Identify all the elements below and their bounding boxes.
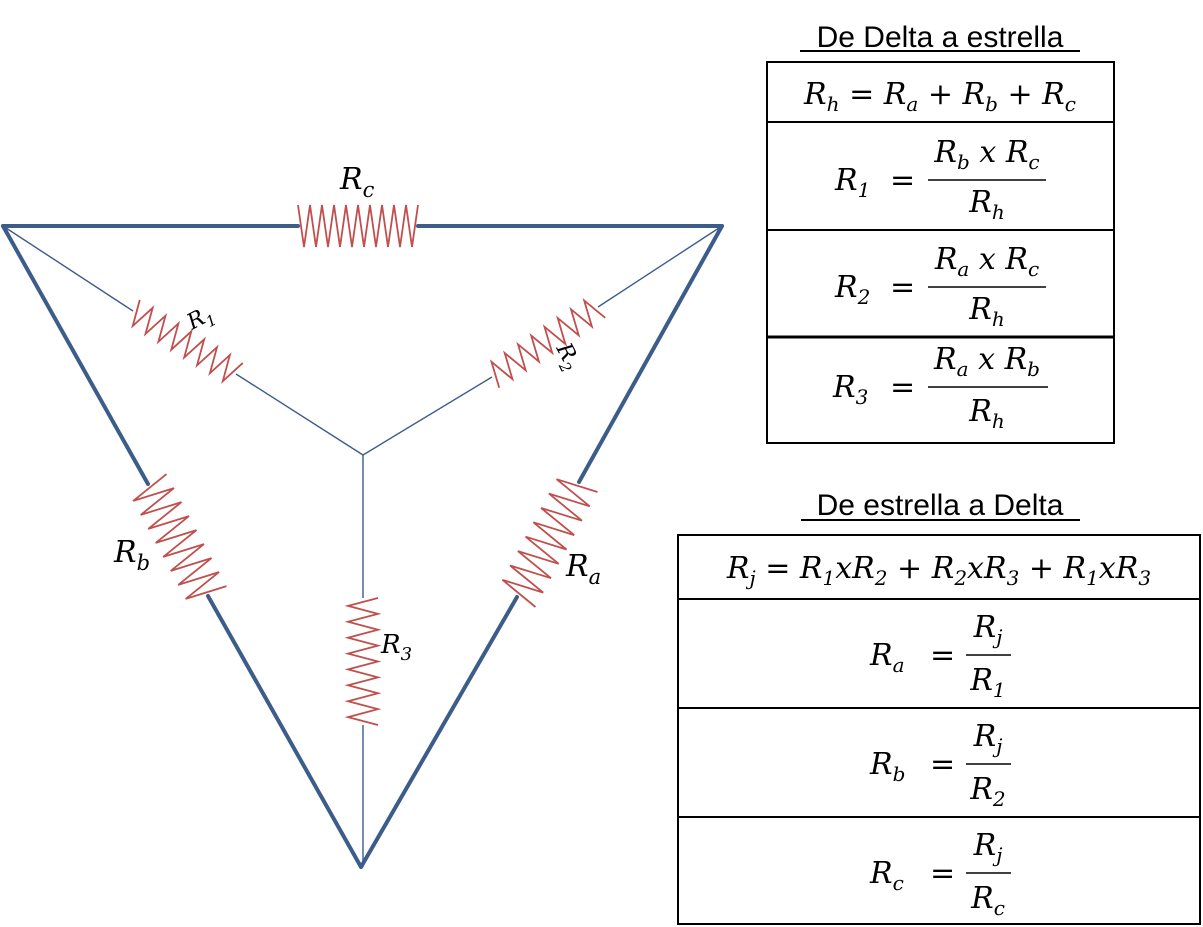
r2-formula: R2 = Ra x Rc Rh: [834, 242, 1046, 331]
resistor-labels: Rc R1 R2 Rb Ra R3: [113, 162, 601, 665]
star-to-delta-heading: De estrella a Delta: [817, 489, 1064, 522]
resistor-rc-zigzag: [297, 204, 419, 248]
resistors: [131, 204, 606, 726]
rj-products-formula: Rj = R1xR2 + R2xR3 + R1xR3: [726, 551, 1151, 590]
rc-equals: =: [930, 856, 955, 891]
rc-numerator: Rj: [973, 828, 1003, 867]
rb-lhs: Rb: [869, 747, 905, 786]
r3-denominator: Rh: [968, 394, 1004, 433]
r3-equals: =: [890, 370, 915, 405]
r1-denominator: Rh: [968, 185, 1004, 224]
resistor-ra-zigzag: [501, 478, 598, 608]
ra-equals: =: [930, 638, 955, 673]
circuit-diagram: Rc R1 R2 Rb Ra R3: [1, 162, 724, 869]
delta-wire-left-upper: [1, 224, 150, 486]
r1-lhs: R1: [834, 163, 870, 202]
rh-sum-formula: Rh = Ra + Rb + Rc: [803, 77, 1076, 116]
delta-wire-left-lower: [206, 594, 363, 869]
delta-wire-right-upper: [577, 224, 724, 484]
resistor-r1-zigzag: [131, 299, 244, 384]
r2-lhs: R2: [834, 270, 870, 309]
resistor-r2-zigzag: [489, 297, 606, 389]
label-r3: R3: [380, 630, 412, 665]
ra-lhs: Ra: [869, 638, 905, 677]
rc-denominator: Rc: [970, 881, 1005, 920]
resistor-r3-zigzag: [344, 597, 382, 726]
r2-equals: =: [890, 270, 915, 305]
r2-denominator: Rh: [968, 292, 1004, 331]
r3-lhs: R3: [832, 370, 868, 409]
r1-equals: =: [890, 163, 915, 198]
table-border: [677, 534, 1201, 925]
delta-to-star-section: De Delta a estrella Rh = Ra + Rb + Rc R1…: [766, 21, 1115, 444]
r3-numerator: Ra x Rb: [933, 342, 1040, 381]
delta-wire-right-lower: [359, 595, 519, 869]
label-rc: Rc: [339, 162, 375, 202]
r2-numerator: Ra x Rc: [934, 242, 1039, 281]
label-r2: R2: [547, 338, 585, 376]
label-ra: Ra: [565, 549, 601, 589]
rb-numerator: Rj: [973, 719, 1003, 758]
star-wires: [2, 225, 723, 867]
label-rb: Rb: [113, 535, 150, 575]
star-wire-r1-inner: [235, 373, 364, 456]
r1-formula: R1 = Rb x Rc Rh: [834, 135, 1046, 224]
star-wire-r2-inner: [362, 376, 493, 456]
delta-to-star-table: [766, 61, 1115, 444]
rc-formula: Rc = Rj Rc: [869, 828, 1011, 920]
resistor-rb-zigzag: [132, 473, 227, 600]
ra-numerator: Rj: [973, 610, 1003, 649]
r3-formula: R3 = Ra x Rb Rh: [832, 342, 1048, 433]
star-wire-r2-outer: [597, 225, 723, 308]
ra-denominator: R1: [969, 663, 1005, 702]
ra-formula: Ra = Rj R1: [869, 610, 1011, 702]
r1-numerator: Rb x Rc: [933, 135, 1039, 174]
rb-formula: Rb = Rj R2: [869, 719, 1011, 811]
rb-denominator: R2: [969, 772, 1005, 811]
star-wire-r1-outer: [2, 225, 134, 312]
table-border: [766, 61, 1115, 444]
rb-equals: =: [930, 747, 955, 782]
star-to-delta-section: De estrella a Delta Rj = R1xR2 + R2xR3 +…: [677, 489, 1201, 925]
delta-wires: [1, 224, 724, 869]
star-to-delta-table: [677, 534, 1201, 925]
rc-lhs: Rc: [869, 856, 904, 895]
delta-to-star-heading: De Delta a estrella: [817, 21, 1064, 54]
